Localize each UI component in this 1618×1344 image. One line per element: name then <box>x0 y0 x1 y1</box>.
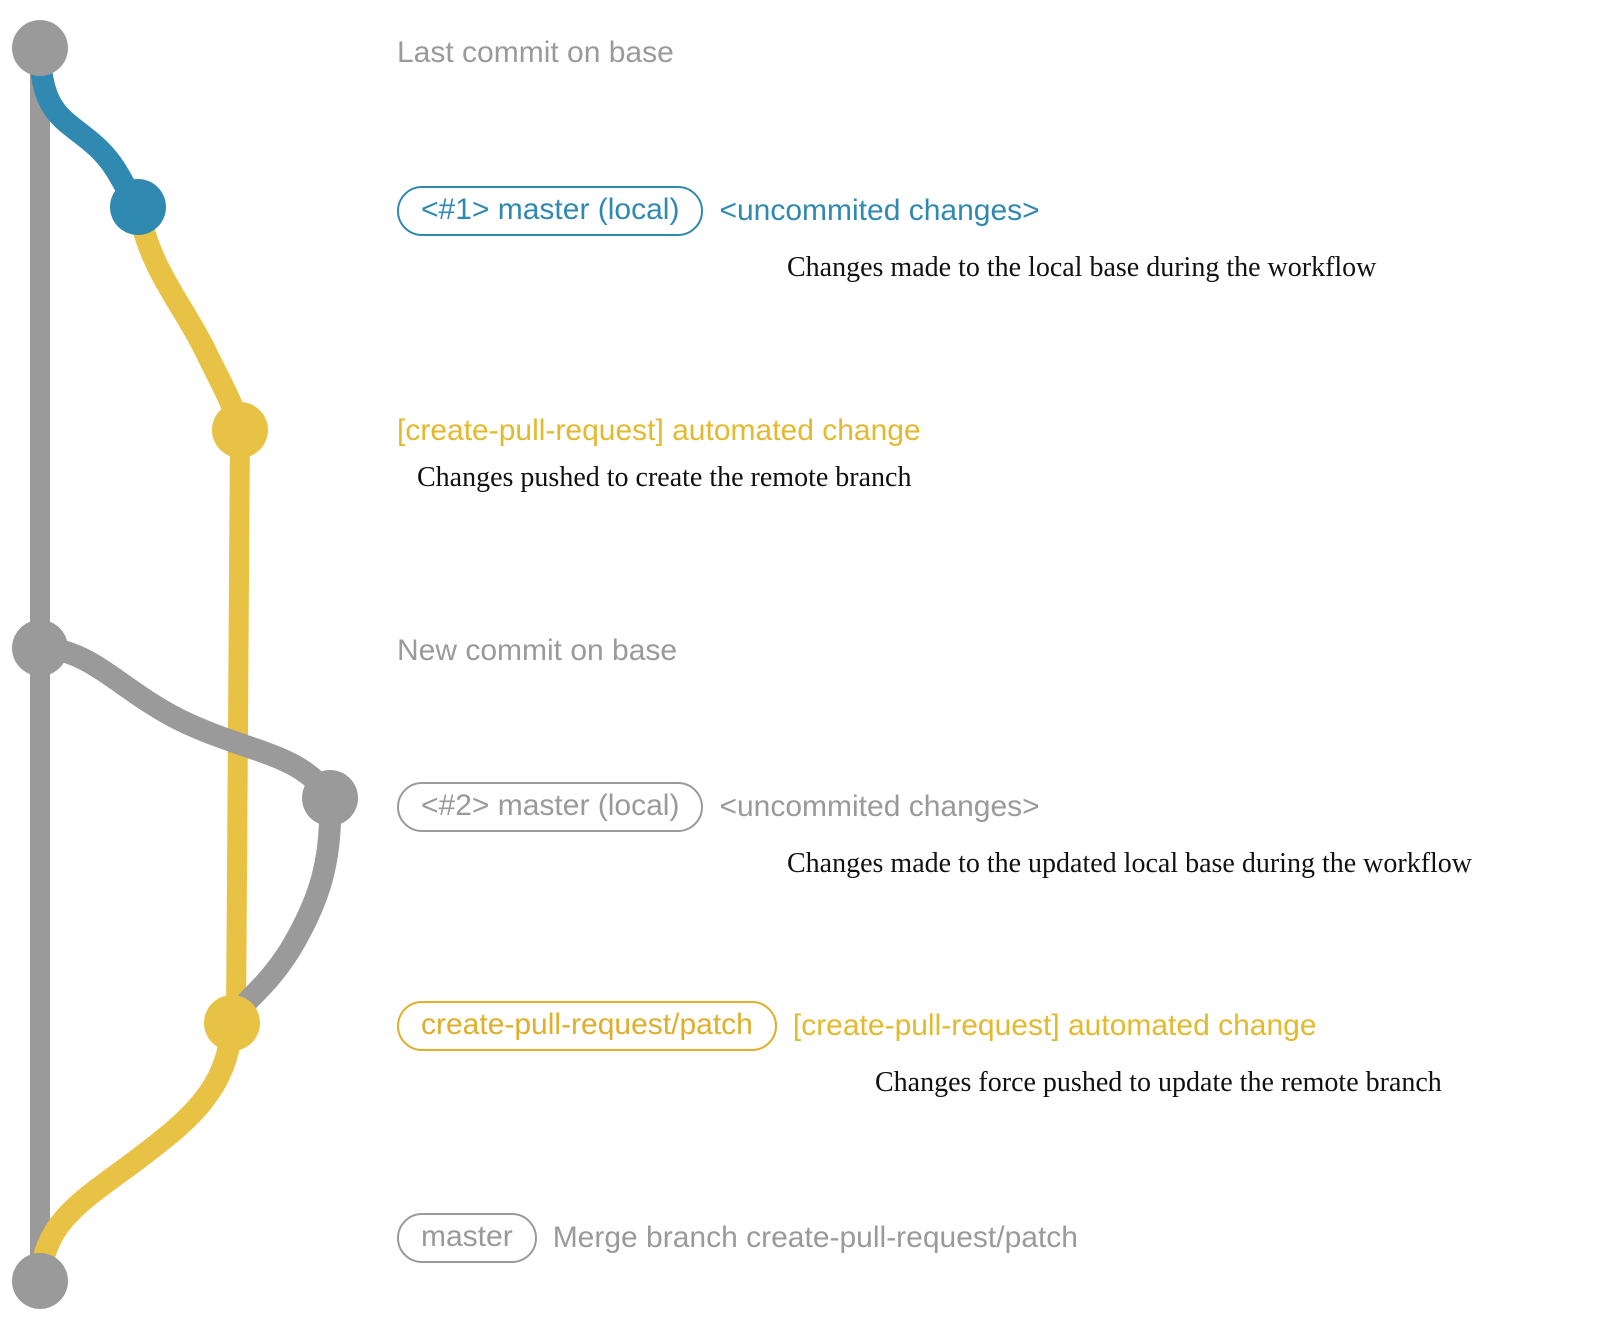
edge-patch-force-to-master-merge <box>29 1012 243 1292</box>
commit-message: [create-pull-request] automated change <box>397 414 921 447</box>
row-head: Last commit on base <box>397 38 674 68</box>
edge-patch-create-to-patch-force <box>226 420 250 1033</box>
row-last-commit-on-base: Last commit on base <box>397 38 674 68</box>
row-head: <#1> master (local) <uncommited changes> <box>397 186 1040 236</box>
row-head: [create-pull-request] automated change <box>397 416 921 446</box>
edge-base-new-to-master-local-2 <box>29 637 341 809</box>
row-head: New commit on base <box>397 636 677 666</box>
row-description: Changes made to the updated local base d… <box>787 848 1473 879</box>
row-master-merge: master Merge branch create-pull-request/… <box>397 1213 1078 1263</box>
commit-node-master-merge[interactable] <box>12 1253 68 1309</box>
commit-message: Merge branch create-pull-request/patch <box>552 1221 1078 1254</box>
row-master-local-1: <#1> master (local) <uncommited changes>… <box>397 186 1376 282</box>
row-head: master Merge branch create-pull-request/… <box>397 1213 1078 1263</box>
commit-message: <uncommited changes> <box>719 790 1040 823</box>
row-master-local-2: <#2> master (local) <uncommited changes>… <box>397 782 1472 878</box>
row-description: Changes made to the local base during th… <box>787 252 1377 283</box>
row-description: Changes force pushed to update the remot… <box>875 1067 1442 1098</box>
commit-node-master-local-1[interactable] <box>110 179 166 235</box>
row-head: create-pull-request/patch [create-pull-r… <box>397 1001 1317 1051</box>
row-description: Changes pushed to create the remote bran… <box>417 462 912 493</box>
commit-message: Last commit on base <box>397 36 674 69</box>
git-graph <box>12 20 358 1309</box>
commit-message: [create-pull-request] automated change <box>792 1009 1317 1042</box>
commit-node-patch-create[interactable] <box>212 402 268 458</box>
commit-node-master-local-2[interactable] <box>302 770 358 826</box>
commit-node-patch-force[interactable] <box>204 995 260 1051</box>
commit-message: <uncommited changes> <box>719 194 1040 227</box>
commit-message: New commit on base <box>397 634 678 667</box>
row-patch-branch: create-pull-request/patch [create-pull-r… <box>397 1001 1442 1097</box>
commit-node-base-new[interactable] <box>12 620 68 676</box>
commit-node-base-last[interactable] <box>12 20 68 76</box>
branch-pill-create-pull-request-patch[interactable]: create-pull-request/patch <box>397 1001 777 1051</box>
branch-pill-master-local-1[interactable]: <#1> master (local) <box>397 186 704 236</box>
branch-pill-master[interactable]: master <box>397 1213 537 1263</box>
row-head: <#2> master (local) <uncommited changes> <box>397 782 1040 832</box>
branch-pill-master-local-2[interactable]: <#2> master (local) <box>397 782 704 832</box>
row-automated-change-1: [create-pull-request] automated change C… <box>397 416 921 492</box>
row-new-commit-on-base: New commit on base <box>397 636 677 666</box>
